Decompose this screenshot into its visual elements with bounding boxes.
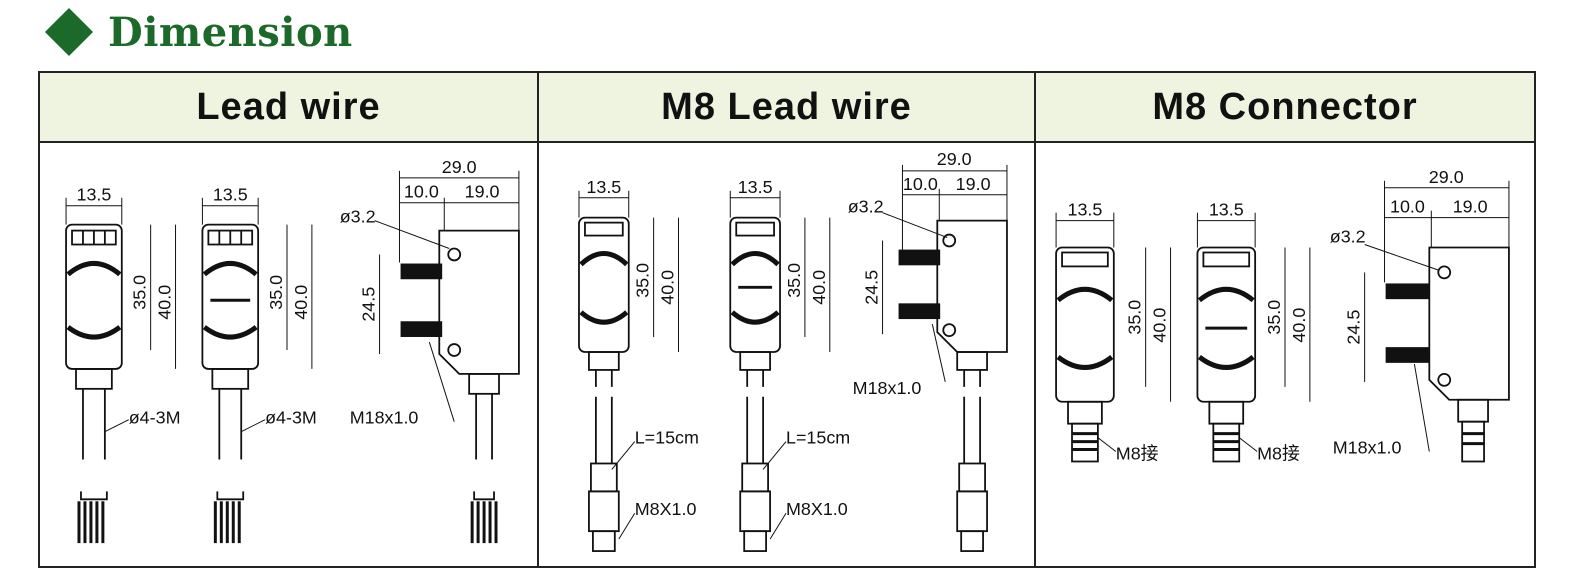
front-view-sensor <box>1196 246 1257 463</box>
mount-height-label: 24.5 <box>359 287 379 322</box>
front-view-sensor <box>729 216 781 552</box>
column-header: M8 Connector <box>1036 73 1534 143</box>
plug-label: M8X1.0 <box>635 499 697 519</box>
offset-label: 10.0 <box>1390 197 1425 217</box>
front-view-sensor <box>65 223 123 544</box>
height-label: 40.0 <box>291 285 311 320</box>
length-label: L=15cm <box>635 428 699 448</box>
height-label: 35.0 <box>633 263 653 298</box>
m8-lead-wire-drawing: 13.5 13.5 35.0 40.0 35.0 40.0 29.0 10.0 … <box>578 149 1008 552</box>
m8-connector-drawing: 13.5 13.5 35.0 40.0 35.0 40.0 29.0 10.0 … <box>1055 167 1510 464</box>
height-label: 40.0 <box>1289 308 1309 343</box>
offset-label: 19.0 <box>465 182 500 202</box>
total-width-label: 29.0 <box>1429 167 1464 187</box>
plug-label: M8X1.0 <box>786 499 848 519</box>
column-title: Lead wire <box>196 85 381 128</box>
lead-wire-drawing: 13.5 13.5 35.0 40.0 35.0 40.0 29.0 10.0 … <box>65 157 520 544</box>
dimension-labels: 13.5 13.5 35.0 40.0 35.0 40.0 29.0 10.0 … <box>1068 167 1488 464</box>
column-header: Lead wire <box>40 73 537 143</box>
total-width-label: 29.0 <box>937 149 972 169</box>
cable-label: ø4-3M <box>265 408 317 428</box>
plug-label: M8接 <box>1116 444 1159 464</box>
front-view-sensor <box>201 223 260 544</box>
height-label: 40.0 <box>658 270 678 305</box>
height-label: 35.0 <box>130 275 150 310</box>
side-view-sensor <box>898 219 1008 552</box>
total-width-label: 29.0 <box>442 157 477 177</box>
column-title: M8 Lead wire <box>661 85 912 128</box>
height-label: 35.0 <box>784 263 804 298</box>
diamond-icon <box>44 7 94 57</box>
drawing-area: 13.5 13.5 35.0 40.0 35.0 40.0 29.0 10.0 … <box>40 143 537 566</box>
offset-label: 19.0 <box>1453 197 1488 217</box>
drawing-area: 13.5 13.5 35.0 40.0 35.0 40.0 29.0 10.0 … <box>1036 143 1534 566</box>
height-label: 35.0 <box>266 275 286 310</box>
length-label: L=15cm <box>786 428 850 448</box>
dimension-table: Lead wire <box>38 71 1536 568</box>
mount-height-label: 24.5 <box>862 270 882 305</box>
dimension-labels: 13.5 13.5 35.0 40.0 35.0 40.0 29.0 10.0 … <box>76 157 499 428</box>
hole-label: ø3.2 <box>1330 227 1366 247</box>
offset-label: 10.0 <box>903 174 938 194</box>
section-heading: Dimension <box>40 6 353 58</box>
section-title: Dimension <box>108 8 353 56</box>
hole-label: ø3.2 <box>848 197 884 217</box>
column-m8-connector: M8 Connector <box>1034 73 1534 566</box>
front-view-sensor <box>1055 246 1115 463</box>
width-label: 13.5 <box>1209 200 1244 220</box>
mount-height-label: 24.5 <box>1344 310 1364 345</box>
offset-label: 10.0 <box>404 182 439 202</box>
hole-label: ø3.2 <box>340 207 376 227</box>
thread-label: M18x1.0 <box>1333 438 1402 458</box>
height-label: 35.0 <box>1125 300 1145 335</box>
height-label: 35.0 <box>1264 300 1284 335</box>
height-label: 40.0 <box>809 270 829 305</box>
side-view-sensor <box>1385 246 1510 463</box>
width-label: 13.5 <box>738 177 773 197</box>
width-label: 13.5 <box>586 177 621 197</box>
width-label: 13.5 <box>1068 200 1103 220</box>
thread-label: M18x1.0 <box>350 408 419 428</box>
side-view-sensor <box>400 229 520 544</box>
width-label: 13.5 <box>76 185 111 205</box>
width-label: 13.5 <box>213 185 248 205</box>
thread-label: M18x1.0 <box>853 378 922 398</box>
cable-label: ø4-3M <box>129 408 181 428</box>
height-label: 40.0 <box>1150 308 1170 343</box>
dimension-labels: 13.5 13.5 35.0 40.0 35.0 40.0 29.0 10.0 … <box>586 149 990 519</box>
column-header: M8 Lead wire <box>539 73 1034 143</box>
front-view-sensor <box>578 216 630 552</box>
column-m8-lead-wire: M8 Lead wire <box>537 73 1034 566</box>
offset-label: 19.0 <box>956 174 991 194</box>
height-label: 40.0 <box>155 285 175 320</box>
column-title: M8 Connector <box>1152 85 1418 128</box>
plug-label: M8接 <box>1257 444 1300 464</box>
column-lead-wire: Lead wire <box>40 73 537 566</box>
drawing-area: 13.5 13.5 35.0 40.0 35.0 40.0 29.0 10.0 … <box>539 143 1034 566</box>
